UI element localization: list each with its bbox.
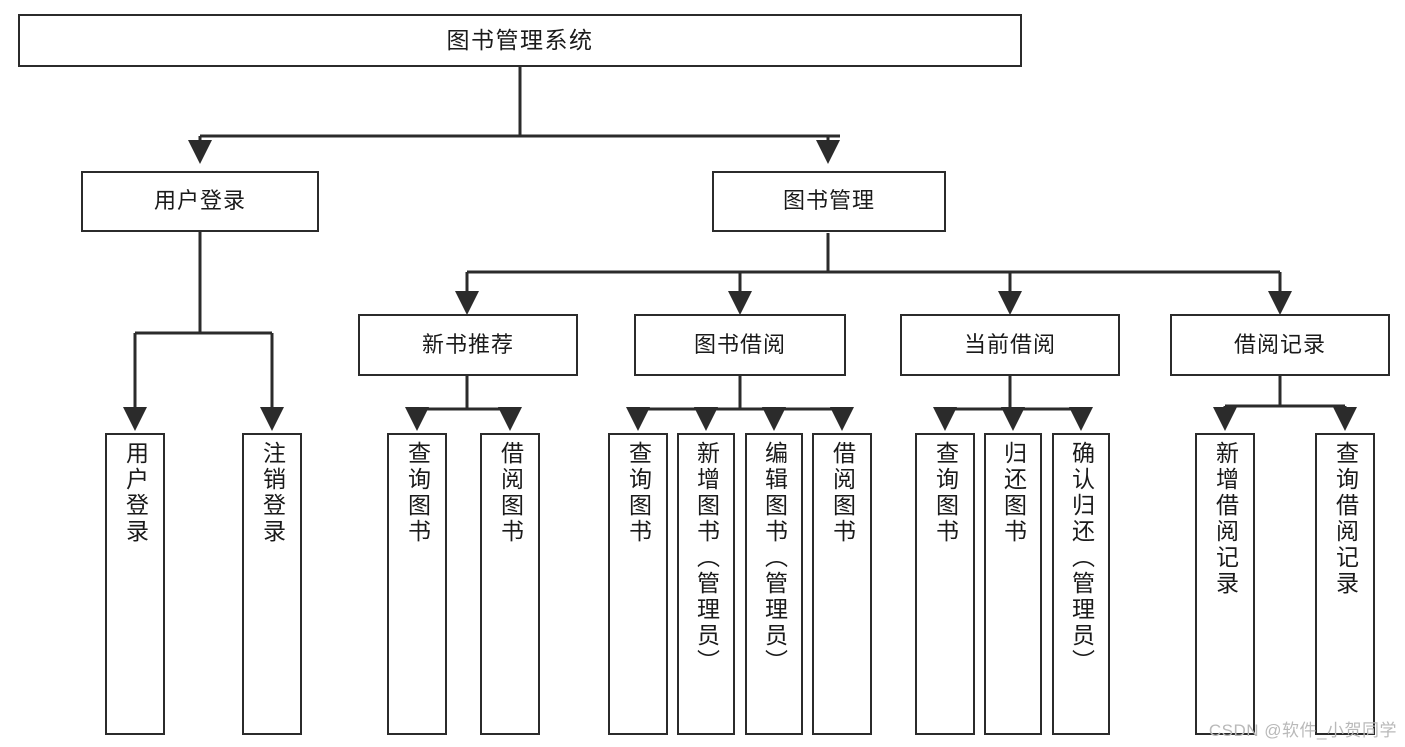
watermark: CSDN @软件_小贺同学 [1208,721,1397,740]
node-label: 查询图书 [625,441,652,545]
node-label: 借阅记录 [1233,331,1326,357]
leaf-return-book[interactable]: 归还图书 [984,433,1042,735]
node-borrow-record[interactable]: 借阅记录 [1170,314,1390,376]
leaf-add-book-admin[interactable]: 新增图书（管理员） [677,433,735,735]
node-label: 借阅图书 [829,441,856,545]
node-label: 新增图书（管理员） [693,441,720,675]
node-root-system[interactable]: 图书管理系统 [18,14,1022,67]
node-user-login[interactable]: 用户登录 [81,171,319,232]
node-label: 图书管理系统 [446,26,594,53]
leaf-query-book-current[interactable]: 查询图书 [915,433,975,735]
node-label: 查询借阅记录 [1332,441,1359,597]
node-label: 用户登录 [153,188,246,214]
leaf-borrow-book-new[interactable]: 借阅图书 [480,433,540,735]
node-label: 编辑图书（管理员） [761,441,788,675]
leaf-confirm-return-admin[interactable]: 确认归还（管理员） [1052,433,1110,735]
node-label: 当前借阅 [963,331,1056,357]
node-label: 图书管理 [782,188,875,214]
leaf-user-login[interactable]: 用户登录 [105,433,165,735]
leaf-logout[interactable]: 注销登录 [242,433,302,735]
leaf-query-book-borrow[interactable]: 查询图书 [608,433,668,735]
leaf-query-borrow-record[interactable]: 查询借阅记录 [1315,433,1375,735]
node-new-book-recommend[interactable]: 新书推荐 [358,314,578,376]
node-label: 新增借阅记录 [1212,441,1239,597]
node-label: 新书推荐 [421,331,514,357]
node-book-borrow[interactable]: 图书借阅 [634,314,846,376]
node-label: 查询图书 [932,441,959,545]
node-label: 归还图书 [1000,441,1027,545]
node-label: 查询图书 [404,441,431,545]
node-label: 注销登录 [259,441,286,545]
leaf-query-book-new[interactable]: 查询图书 [387,433,447,735]
node-label: 借阅图书 [497,441,524,545]
node-label: 图书借阅 [693,331,786,357]
leaf-borrow-book-borrow[interactable]: 借阅图书 [812,433,872,735]
leaf-add-borrow-record[interactable]: 新增借阅记录 [1195,433,1255,735]
node-label: 用户登录 [122,441,149,545]
node-label: 确认归还（管理员） [1068,441,1095,675]
node-current-borrow[interactable]: 当前借阅 [900,314,1120,376]
leaf-edit-book-admin[interactable]: 编辑图书（管理员） [745,433,803,735]
node-book-management[interactable]: 图书管理 [712,171,946,232]
